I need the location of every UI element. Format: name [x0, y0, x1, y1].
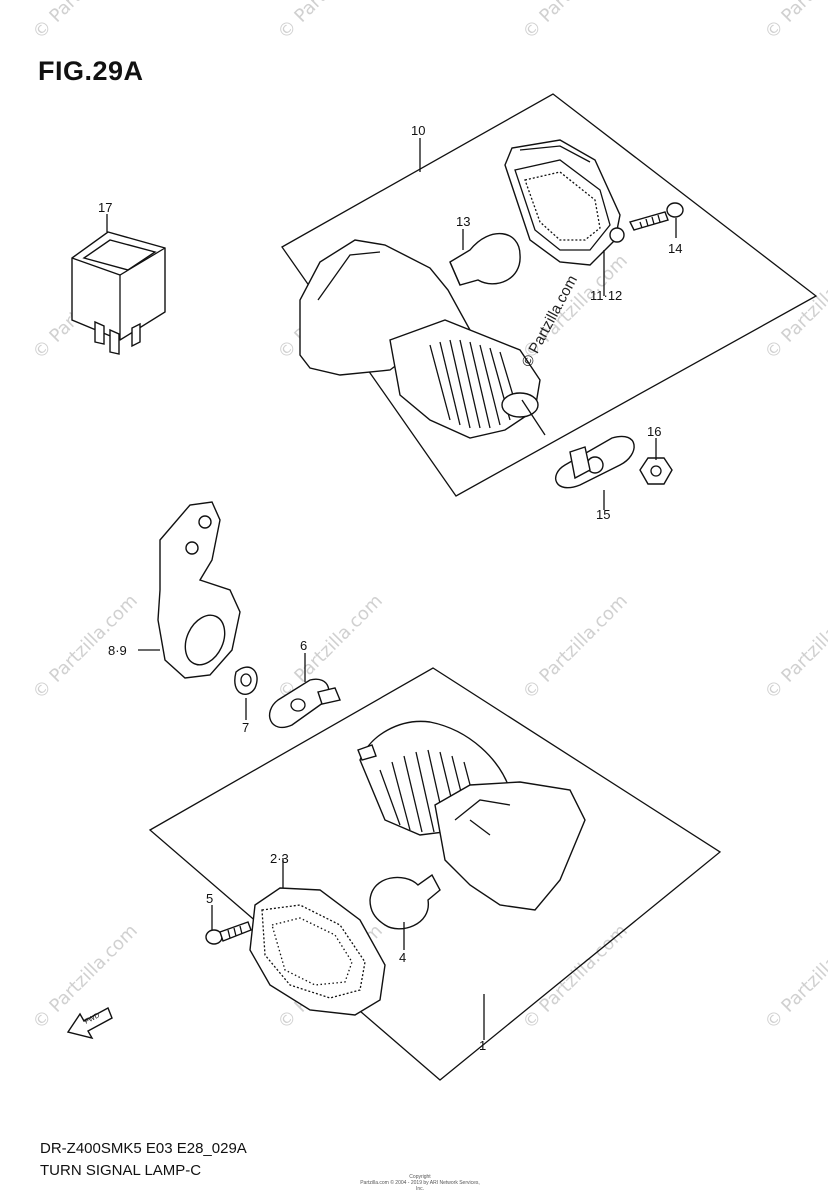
lower-lens[interactable]: [249, 887, 386, 1016]
lower-lamp-body[interactable]: [357, 720, 586, 911]
lower-bulb[interactable]: [369, 873, 441, 930]
watermark-tile: © Partzilla.com: [761, 920, 828, 1033]
fwd-arrow-icon: [66, 1007, 113, 1040]
flasher-relay[interactable]: [71, 231, 166, 355]
callout-13[interactable]: 13: [456, 214, 470, 229]
copyright-notice: Copyright Partzilla.com © 2004 - 2019 by…: [360, 1174, 480, 1192]
watermark-tile: © Partzilla.com: [274, 0, 387, 44]
callout-2-3[interactable]: 2·3: [270, 851, 289, 866]
collar[interactable]: [234, 666, 258, 695]
gasket[interactable]: [555, 435, 635, 489]
callout-1[interactable]: 1: [479, 1038, 486, 1053]
upper-lamp-body[interactable]: [299, 239, 546, 439]
figure-title: FIG.29A: [38, 56, 144, 86]
diagram-name: TURN SIGNAL LAMP-C: [40, 1162, 202, 1179]
callout-6[interactable]: 6: [300, 638, 307, 653]
callout-4[interactable]: 4: [399, 950, 406, 965]
diagram-code: DR-Z400SMK5 E03 E28_029A: [40, 1140, 247, 1157]
watermark-tile: © Partzilla.com: [274, 590, 387, 703]
callout-17[interactable]: 17: [98, 200, 112, 215]
watermark-tile: © Partzilla.com: [761, 250, 828, 363]
upper-assembly-frame: [281, 93, 818, 497]
watermark-tile: © Partzilla.com: [761, 0, 828, 44]
callout-14[interactable]: 14: [668, 241, 682, 256]
upper-bulb[interactable]: [449, 233, 521, 286]
callout-16[interactable]: 16: [647, 424, 661, 439]
watermark-tile: © Partzilla.com: [29, 920, 142, 1033]
copyright-line-2: Partzilla.com © 2004 - 2019 by ARI Netwo…: [360, 1180, 480, 1192]
callout-8-9[interactable]: 8·9: [108, 643, 127, 658]
lower-screw[interactable]: [205, 921, 252, 945]
callout-7[interactable]: 7: [242, 720, 249, 735]
watermark-tile: © Partzilla.com: [761, 590, 828, 703]
watermark-tile: © Partzilla.com: [519, 590, 632, 703]
grommet[interactable]: [268, 678, 341, 728]
copyright-line-1: Copyright: [409, 1174, 431, 1180]
nut[interactable]: [639, 457, 673, 485]
leader-lines: [106, 138, 677, 1040]
upper-lens[interactable]: [504, 139, 625, 266]
callout-11-12[interactable]: 11·12: [590, 288, 622, 303]
callout-labels: 10 17 13 14 11·12 16 15 8·9 6 7 2·3 5 4 …: [98, 123, 682, 1053]
callout-5[interactable]: 5: [206, 891, 213, 906]
callout-15[interactable]: 15: [596, 507, 610, 522]
upper-screw[interactable]: [628, 202, 684, 231]
mounting-bracket[interactable]: [157, 501, 241, 679]
watermark-tile: © Partzilla.com: [519, 0, 632, 44]
callout-10[interactable]: 10: [411, 123, 425, 138]
watermark-tile: © Partzilla.com: [29, 0, 142, 44]
